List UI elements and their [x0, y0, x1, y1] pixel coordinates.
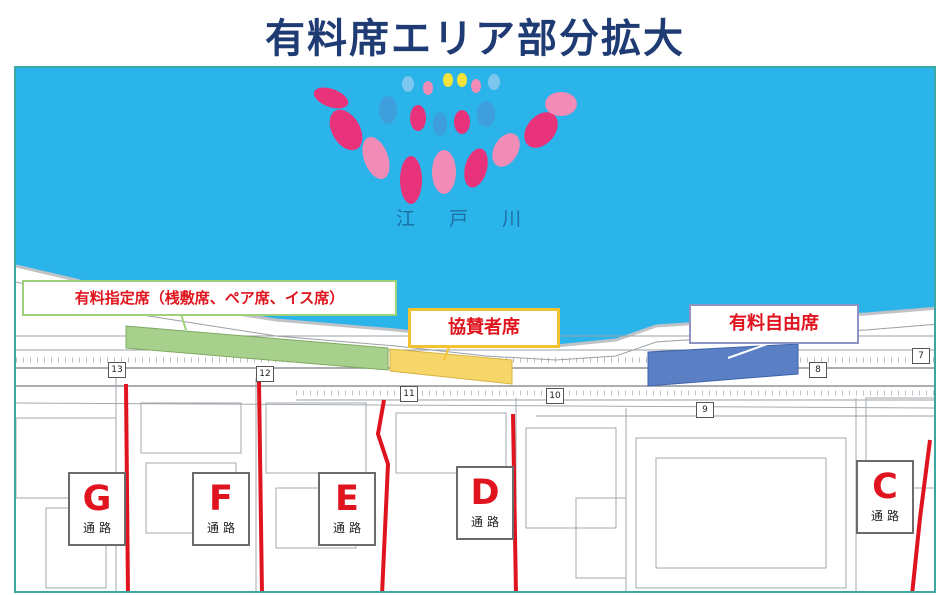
passage-e: E 通路 [318, 472, 376, 546]
passage-label: 通路 [82, 521, 115, 535]
marker-7: 7 [912, 348, 930, 364]
map-area: 江 戸 川 有料指定席（桟敷席、ペア席、イス席） 協賛者席 有料自由席 13 1… [14, 66, 936, 593]
river-label: 江 戸 川 [396, 208, 536, 230]
firework-icon [313, 73, 577, 204]
passage-letter: F [209, 479, 233, 519]
passage-label: 通路 [206, 521, 239, 535]
passage-c: C 通路 [856, 460, 914, 534]
sponsor-seat-area [389, 348, 513, 385]
free-seat-label: 有料自由席 [689, 304, 859, 344]
designated-seat-area [125, 325, 389, 371]
passage-letter: D [470, 473, 500, 513]
free-seat-area [647, 343, 799, 387]
designated-seat-label: 有料指定席（桟敷席、ペア席、イス席） [22, 280, 397, 316]
passage-letter: C [872, 467, 898, 507]
page-title: 有料席エリア部分拡大 [265, 16, 685, 62]
passage-g: G 通路 [68, 472, 126, 546]
passage-d: D 通路 [456, 466, 514, 540]
passage-routes [124, 381, 932, 591]
passage-label: 通路 [870, 509, 903, 523]
marker-10: 10 [546, 388, 564, 404]
passage-letter: E [335, 479, 359, 519]
marker-12: 12 [256, 366, 274, 382]
passage-f: F 通路 [192, 472, 250, 546]
passage-letter: G [82, 479, 112, 519]
map-canvas [16, 68, 934, 591]
passage-label: 通路 [332, 521, 365, 535]
marker-8: 8 [809, 362, 827, 378]
marker-11: 11 [400, 386, 418, 402]
marker-9: 9 [696, 402, 714, 418]
sponsor-seat-label: 協賛者席 [408, 308, 560, 348]
marker-13: 13 [108, 362, 126, 378]
passage-label: 通路 [470, 515, 503, 529]
river [16, 68, 934, 346]
